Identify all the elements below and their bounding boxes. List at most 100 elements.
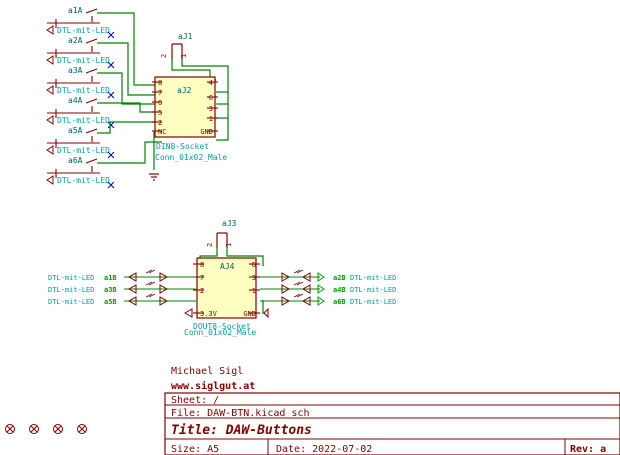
din-wires [100,12,229,170]
led-right-diode-2 [301,296,311,306]
led-light-icon [145,281,156,286]
mounting-hole-1 [5,424,15,434]
switch-ground-arrow [46,175,54,185]
led-left-diode-2 [159,272,169,282]
led-left-diode-2 [159,296,169,306]
switch-2: a2A DTL-mit-LED [46,36,115,69]
pin-label: 4 [209,79,213,87]
dout-header-ref: aJ3 [222,219,237,228]
dout-right-ground-arrow [263,307,269,319]
switch-ref: a1A [68,6,83,15]
title-author: Michael Sigl [171,366,243,377]
pin-label: 3.3V [200,310,218,318]
switch-ref: a5A [68,126,83,135]
switch-value: DTL-mit-LED [57,116,110,125]
switch-column: a1ADTL-mit-LEDa2ADTL-mit-LEDa3ADTL-mit-L… [46,6,115,189]
led-right-diode-2 [301,284,311,294]
no-connect-mark [107,121,115,129]
title-rev: Rev: a [570,444,606,455]
dout-socket: AJ4 DOUT8-Socket Conn_01x02_Male 8 7 2 3.3V… [183,257,269,337]
led-right-diode-2 [301,272,311,282]
switch-ref: a4A [68,96,83,105]
switch-value: DTL-mit-LED [57,56,110,65]
pin-label: 6 [209,94,213,102]
switch-6: a6A DTL-mit-LED [46,156,115,189]
switch-value: DTL-mit-LED [57,176,110,185]
pin-label: 7 [200,274,204,282]
pin-label: 1 [252,287,256,295]
pin-label: NC [158,128,166,136]
led-left-value: DTL-mit-LED [48,286,94,294]
switch-ref: a6A [68,156,83,165]
pin-label: GND [200,128,213,136]
led-right-diode [281,284,291,294]
switch-contact [85,98,98,104]
net-label-arrow [317,296,325,306]
switch-value: DTL-mit-LED [57,86,110,95]
dout-socket-ref: AJ4 [220,262,235,271]
dout-socket-footprint: Conn_01x02_Male [184,328,256,337]
no-connect-mark [107,91,115,99]
switch-contact [85,158,98,164]
led-left-ref: a1B [104,274,117,282]
switch-4: a4A DTL-mit-LED [46,96,115,129]
pin-label: 6 [252,261,256,269]
mounting-hole-cross [78,425,86,433]
led-light-icon [293,281,304,286]
din-socket-footprint: Conn_01x02_Male [155,153,227,162]
led-right-ref: a4B [333,286,346,294]
din-header-pin-a: 2 [160,54,168,58]
switch-ref: a2A [68,36,83,45]
led-left-value: DTL-mit-LED [48,298,94,306]
pin-label: 3 [209,105,213,113]
din-socket: aJ2 DIN8-Socket Conn_01x02_Male 87652NC … [149,76,227,181]
pin-label: 7 [158,89,162,97]
led-right-value: DTL-mit-LED [350,298,396,306]
switch-ground-arrow [46,85,54,95]
no-connect-mark [107,61,115,69]
mounting-hole-circle [5,424,15,434]
din-header: aJ1 2 1 [160,32,193,60]
title-sheet: Sheet: / [171,395,219,406]
led-left-diode-2 [159,284,169,294]
mounting-hole-circle [77,424,87,434]
switch-ground-arrow [46,25,54,35]
switch-1: a1A DTL-mit-LED [46,6,115,39]
mounting-hole-cross [6,425,14,433]
din-header-ref: aJ1 [178,32,193,41]
mounting-hole-3 [53,424,63,434]
dout-socket-value: DOUT8-Socket [193,322,251,331]
mounting-holes [5,424,87,434]
switch-ground-arrow [46,145,54,155]
title-main: Title: DAW-Buttons [171,423,312,438]
led-left-ref: a3B [104,286,117,294]
title-file: File: DAW-BTN.kicad_sch [171,408,309,419]
mounting-hole-circle [29,424,39,434]
led-light-icon [293,269,304,274]
led-left-ref: a5B [104,298,117,306]
pin-label: 8 [200,261,204,269]
switch-contact [85,68,98,74]
switch-5: a5A DTL-mit-LED [46,126,115,159]
led-right-diode [281,272,291,282]
dout-left-ground-arrow [183,308,193,318]
led-right-diode [281,296,291,306]
switch-value: DTL-mit-LED [57,146,110,155]
pin-label: 8 [158,79,162,87]
pin-label: GND [243,310,256,318]
led-row-3: DTL-mit-LED a5B a6B DTL-mit-LED [48,293,396,306]
led-light-icon [145,269,156,274]
no-connect-mark [107,151,115,159]
pin-label: 5 [158,109,162,117]
led-right-ref: a6B [333,298,346,306]
mounting-hole-circle [53,424,63,434]
pin-label: 2 [200,287,204,295]
switch-contact [85,8,98,14]
pin-label: 1 [209,115,213,123]
switch-value: DTL-mit-LED [57,26,110,35]
